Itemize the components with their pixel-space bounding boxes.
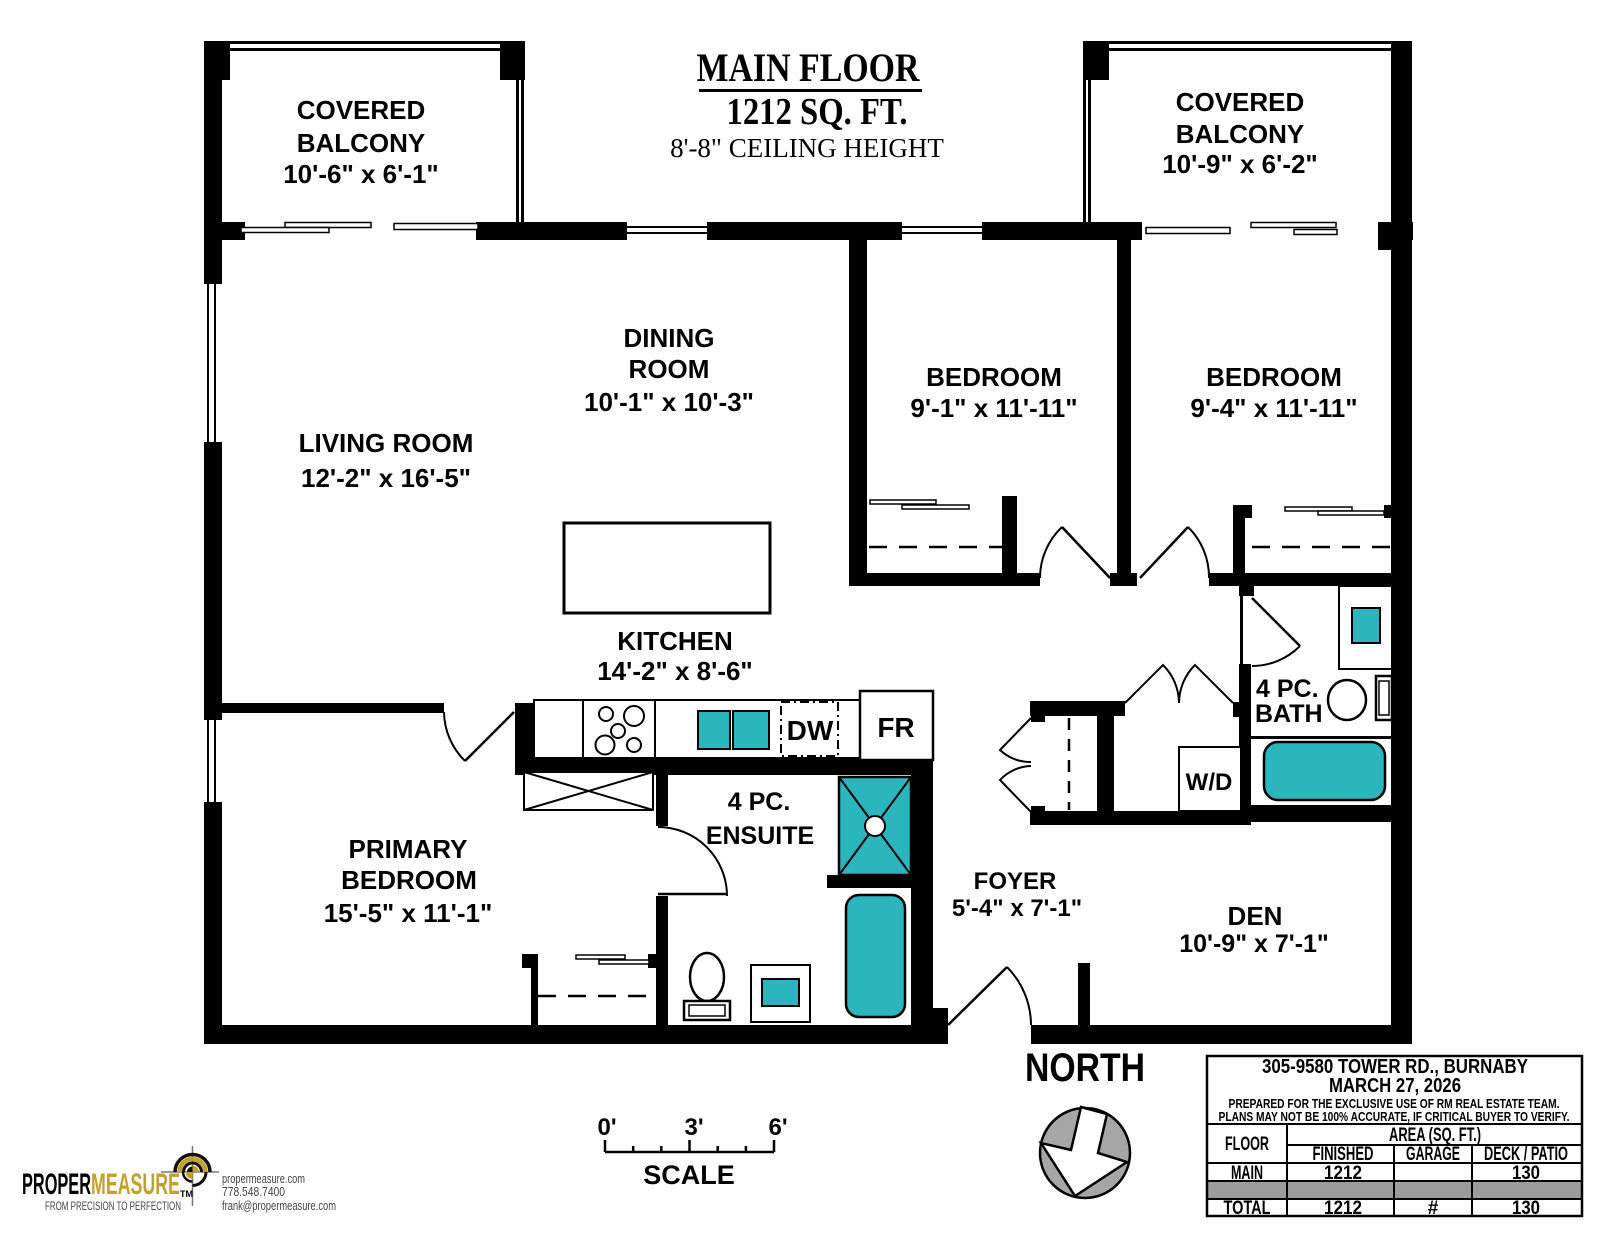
svg-text:BEDROOM: BEDROOM (341, 865, 477, 895)
svg-text:15'-5" x 11'-1": 15'-5" x 11'-1" (324, 898, 493, 928)
svg-text:MEASURE: MEASURE (91, 1168, 180, 1201)
svg-text:BALCONY: BALCONY (297, 128, 426, 158)
svg-text:1212: 1212 (1324, 1198, 1362, 1219)
svg-text:BATH: BATH (1255, 700, 1323, 728)
svg-text:14'-2" x 8'-6": 14'-2" x 8'-6" (597, 656, 753, 686)
svg-text:5'-4" x 7'-1": 5'-4" x 7'-1" (952, 895, 1082, 922)
svg-text:MARCH 27, 2026: MARCH 27, 2026 (1329, 1075, 1461, 1097)
svg-text:FINISHED: FINISHED (1313, 1144, 1374, 1165)
svg-text:9'-4" x 11'-11": 9'-4" x 11'-11" (1190, 393, 1357, 423)
svg-text:LIVING ROOM: LIVING ROOM (299, 428, 474, 458)
svg-text:PREPARED FOR THE EXCLUSIVE USE: PREPARED FOR THE EXCLUSIVE USE OF RM REA… (1229, 1096, 1560, 1111)
svg-text:BEDROOM: BEDROOM (1206, 362, 1342, 392)
svg-text:10'-9" x 7'-1": 10'-9" x 7'-1" (1179, 930, 1329, 958)
svg-text:DINING: DINING (624, 323, 715, 353)
svg-text:PRIMARY: PRIMARY (349, 834, 468, 864)
svg-text:DEN: DEN (1228, 901, 1283, 931)
svg-text:8'-8" CEILING HEIGHT: 8'-8" CEILING HEIGHT (670, 133, 944, 163)
svg-text:10'-6" x 6'-1": 10'-6" x 6'-1" (283, 159, 439, 189)
svg-text:130: 130 (1512, 1198, 1540, 1219)
svg-text:9'-1" x 11'-11": 9'-1" x 11'-11" (910, 393, 1077, 423)
svg-text:4 PC.: 4 PC. (728, 788, 791, 816)
svg-text:ROOM: ROOM (629, 354, 710, 384)
svg-text:W/D: W/D (1186, 769, 1233, 796)
svg-text:3': 3' (684, 1114, 703, 1141)
svg-text:FR: FR (877, 712, 914, 743)
svg-text:NORTH: NORTH (1025, 1046, 1145, 1090)
svg-text:COVERED: COVERED (1176, 87, 1305, 117)
svg-text:1212 SQ. FT.: 1212 SQ. FT. (727, 91, 908, 133)
svg-text:PROPER: PROPER (22, 1168, 91, 1201)
svg-text:778.548.7400: 778.548.7400 (222, 1185, 285, 1199)
svg-text:frank@propermeasure.com: frank@propermeasure.com (222, 1199, 336, 1213)
svg-text:KITCHEN: KITCHEN (617, 626, 733, 656)
svg-text:305-9580 TOWER RD., BURNABY: 305-9580 TOWER RD., BURNABY (1262, 1056, 1529, 1078)
svg-text:0': 0' (597, 1114, 616, 1141)
svg-text:#: # (1428, 1198, 1439, 1219)
svg-text:COVERED: COVERED (297, 95, 426, 125)
svg-text:MAIN: MAIN (1231, 1163, 1263, 1184)
svg-text:12'-2" x 16'-5": 12'-2" x 16'-5" (301, 463, 471, 493)
svg-text:FLOOR: FLOOR (1225, 1134, 1269, 1155)
svg-text:propermeasure.com: propermeasure.com (222, 1172, 305, 1186)
svg-text:BEDROOM: BEDROOM (926, 362, 1062, 392)
svg-text:MAIN FLOOR: MAIN FLOOR (697, 45, 921, 90)
svg-text:10'-9" x 6'-2": 10'-9" x 6'-2" (1162, 149, 1318, 179)
svg-text:SCALE: SCALE (643, 1160, 735, 1190)
svg-text:TM: TM (180, 1189, 193, 1199)
svg-text:FOYER: FOYER (974, 868, 1057, 895)
svg-text:ENSUITE: ENSUITE (706, 822, 814, 850)
svg-text:4 PC.: 4 PC. (1256, 675, 1319, 703)
svg-text:DW: DW (787, 715, 834, 746)
svg-text:DECK / PATIO: DECK / PATIO (1484, 1144, 1568, 1165)
svg-text:BALCONY: BALCONY (1176, 119, 1305, 149)
svg-text:AREA (SQ. FT.): AREA (SQ. FT.) (1389, 1125, 1481, 1146)
svg-text:GARAGE: GARAGE (1406, 1144, 1460, 1165)
svg-text:6': 6' (768, 1114, 787, 1141)
svg-text:1212: 1212 (1324, 1163, 1362, 1184)
svg-text:130: 130 (1512, 1163, 1540, 1184)
svg-text:FROM PRECISION TO PERFECTION: FROM PRECISION TO PERFECTION (45, 1201, 181, 1213)
svg-text:10'-1" x 10'-3": 10'-1" x 10'-3" (584, 387, 754, 417)
svg-text:PLANS MAY NOT BE 100% ACCURATE: PLANS MAY NOT BE 100% ACCURATE, IF CRITI… (1219, 1109, 1570, 1124)
svg-text:TOTAL: TOTAL (1224, 1198, 1271, 1219)
